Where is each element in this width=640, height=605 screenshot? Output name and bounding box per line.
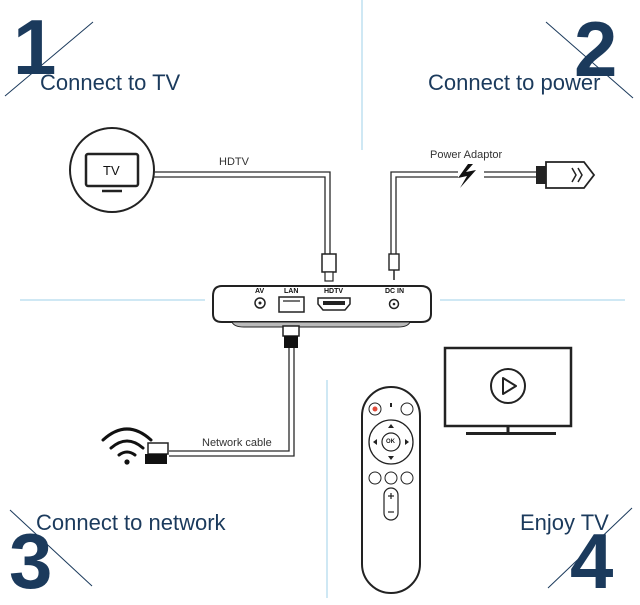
wifi-icon <box>101 427 153 465</box>
remote-volume-rocker <box>383 487 399 521</box>
remote-control <box>361 386 421 594</box>
ethernet-plug-icon <box>282 325 300 348</box>
step-2-number: 2 <box>574 5 618 93</box>
av-port-inner <box>258 301 262 305</box>
remote-dpad-arrows <box>373 424 409 460</box>
dc-in-port-inner <box>392 302 396 306</box>
monitor-base <box>466 432 556 435</box>
av-port-label: AV <box>255 288 265 295</box>
hdtv-cable <box>154 171 331 256</box>
remote-home-button <box>384 471 398 485</box>
power-cable <box>390 171 540 256</box>
hdtv-port-inner <box>323 301 345 305</box>
slash-step-1 <box>4 21 94 97</box>
hdtv-port-label: HDTV <box>324 288 344 295</box>
network-cable-label: Network cable <box>202 437 272 449</box>
step-4-label: Enjoy TV <box>520 510 609 535</box>
remote-power-dot <box>372 406 378 412</box>
step-3-label: Connect to network <box>36 510 226 535</box>
slash-step-3 <box>9 509 93 587</box>
hdmi-plug-icon <box>321 253 337 282</box>
step-3-number: 3 <box>9 517 53 605</box>
step-1-label: Connect to TV <box>40 70 181 95</box>
step-2-label: Connect to power <box>428 70 601 95</box>
dc-in-port-label: DC IN <box>385 288 405 295</box>
tv-box-base <box>231 321 411 328</box>
lightning-icon <box>458 164 476 188</box>
slash-step-4 <box>547 507 633 589</box>
tv-box <box>212 285 432 328</box>
remote-mute-button <box>400 402 414 416</box>
step-slashes <box>4 21 634 589</box>
hdtv-cable-label: HDTV <box>219 156 249 168</box>
remote-back-button <box>368 471 382 485</box>
remote-assistant-button <box>400 471 414 485</box>
power-plug-icon <box>536 161 596 189</box>
monitor-icon <box>443 346 573 435</box>
tv-icon-screen <box>84 152 140 188</box>
lan-port-label: LAN <box>284 288 299 295</box>
remote-ok-button <box>381 432 401 452</box>
lan-port <box>278 296 305 313</box>
quadrant-dividers <box>20 0 625 598</box>
tv-icon-label: TV <box>103 163 120 178</box>
power-adaptor-label: Power Adaptor <box>430 149 503 161</box>
step-1-number: 1 <box>13 3 57 91</box>
remote-ok-label: OK <box>386 439 395 445</box>
remote-mic-dot <box>390 403 392 407</box>
tv-icon <box>69 127 155 213</box>
step-4-number: 4 <box>570 517 614 605</box>
slash-step-2 <box>545 21 634 99</box>
network-plug-icon <box>145 442 169 464</box>
play-icon <box>490 368 526 404</box>
dc-plug-icon <box>388 253 400 280</box>
network-cable <box>169 348 295 457</box>
